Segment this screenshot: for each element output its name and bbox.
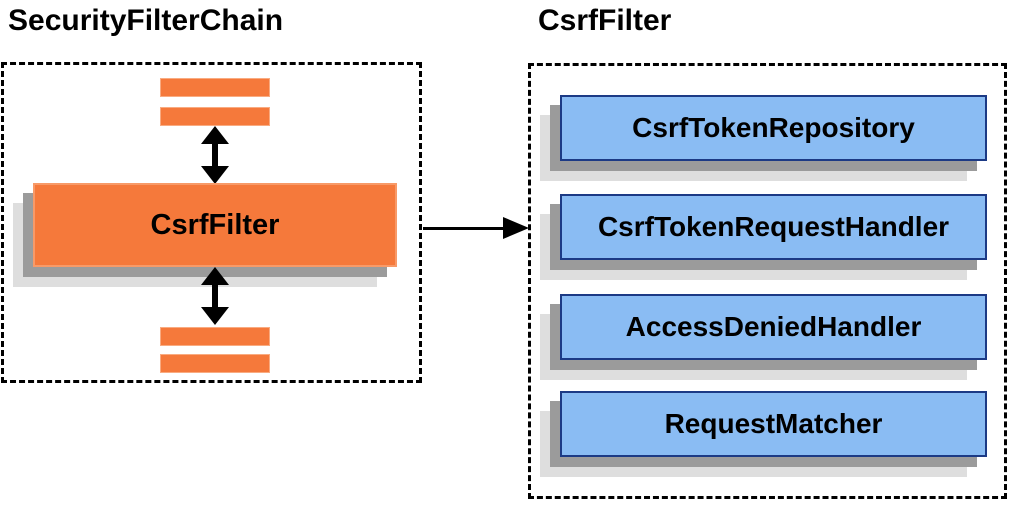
- component-box-csrftokenrequesthandler: CsrfTokenRequestHandler: [560, 194, 987, 260]
- connector-arrow-shaft: [423, 227, 503, 230]
- securityfilterchain-title: SecurityFilterChain: [8, 4, 284, 37]
- component-label: AccessDeniedHandler: [625, 311, 922, 342]
- double-arrow-icon: [201, 267, 229, 325]
- securityfilterchain-container: [1, 62, 422, 383]
- filter-placeholder-bar: [160, 354, 270, 373]
- filter-placeholder-bar: [160, 327, 270, 346]
- arrowhead-down-icon: [201, 166, 229, 184]
- arrowhead-up-icon: [201, 126, 229, 144]
- component-label: CsrfTokenRequestHandler: [597, 211, 950, 242]
- component-box-accessdeniedhandler: AccessDeniedHandler: [560, 294, 987, 360]
- component-box-requestmatcher: RequestMatcher: [560, 391, 987, 457]
- csrffilter-title: CsrfFilter: [538, 4, 672, 37]
- arrowhead-up-icon: [201, 267, 229, 285]
- component-label: CsrfTokenRepository: [632, 112, 915, 143]
- double-arrow-icon: [201, 126, 229, 184]
- csrffilter-container: [528, 63, 1007, 499]
- arrowhead-down-icon: [201, 307, 229, 325]
- filter-placeholder-bar: [160, 78, 270, 97]
- filter-placeholder-bar: [160, 107, 270, 126]
- connector-arrowhead-right-icon: [503, 217, 529, 239]
- arrow-shaft: [212, 285, 218, 307]
- csrf-filter-node: CsrfFilter: [33, 183, 397, 267]
- csrf-filter-node-label: CsrfFilter: [150, 208, 280, 241]
- component-box-csrftokenrepository: CsrfTokenRepository: [560, 95, 987, 161]
- arrow-shaft: [212, 144, 218, 166]
- component-label: RequestMatcher: [664, 408, 883, 439]
